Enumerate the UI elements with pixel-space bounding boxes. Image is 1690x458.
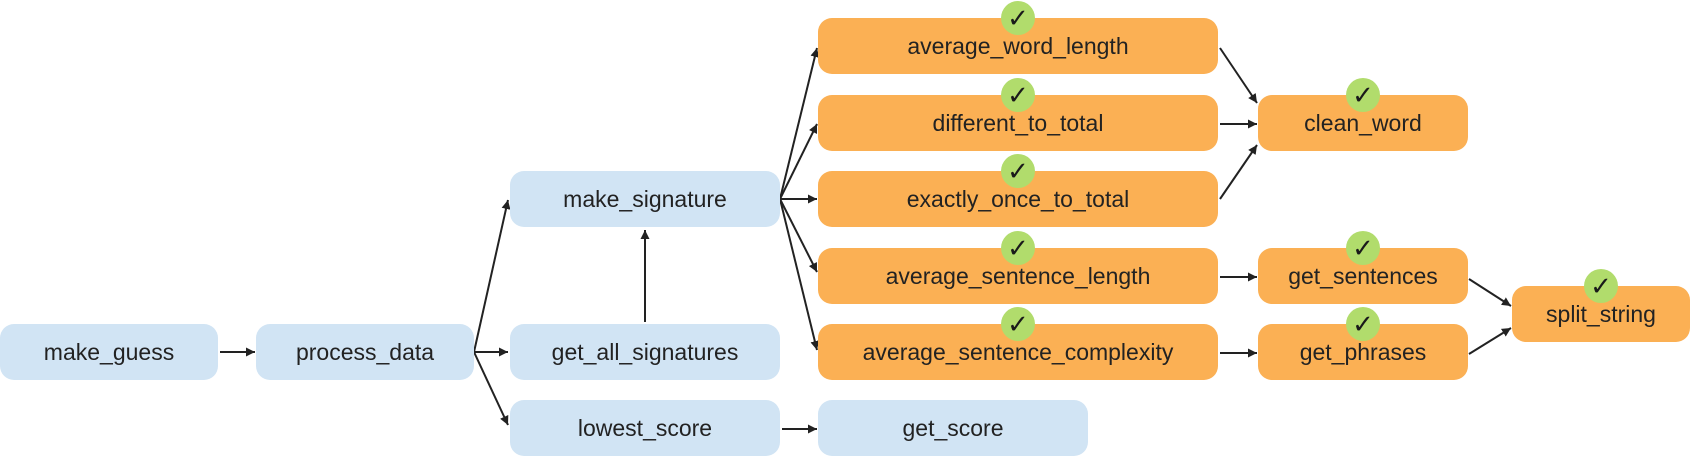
node-box-get-sentences	[1258, 248, 1468, 304]
node-box-lowest-score	[510, 400, 780, 456]
svg-text:✓: ✓	[1007, 81, 1029, 111]
node-label-split-string: split_string	[1546, 301, 1656, 327]
edge-make-signature-to-average-sentence-length	[779, 198, 818, 273]
check-icon: ✓	[1001, 1, 1035, 35]
check-icon: ✓	[1584, 269, 1618, 303]
svg-text:✓: ✓	[1352, 310, 1374, 340]
node-make-guess: make_guess	[0, 324, 218, 380]
node-label-average-sentence-length: average_sentence_length	[886, 263, 1151, 289]
node-box-average-sentence-length	[818, 248, 1218, 304]
node-box-process-data	[256, 324, 474, 380]
edge-process-data-to-make-signature	[473, 199, 511, 353]
node-label-get-all-signatures: get_all_signatures	[552, 339, 739, 365]
node-label-lowest-score: lowest_score	[578, 415, 712, 441]
node-box-different-to-total	[818, 95, 1218, 151]
check-icon: ✓	[1346, 78, 1380, 112]
node-box-split-string	[1512, 286, 1690, 342]
node-lowest-score: lowest_score	[510, 400, 780, 456]
node-label-make-guess: make_guess	[44, 339, 174, 365]
node-label-get-phrases: get_phrases	[1300, 339, 1427, 365]
edge-make-signature-to-average-sentence-complexity	[779, 198, 820, 351]
edge-get-phrases-to-split-string	[1468, 327, 1512, 355]
node-label-make-signature: make_signature	[563, 186, 727, 212]
svg-text:✓: ✓	[1007, 4, 1029, 34]
check-icon: ✓	[1001, 231, 1035, 265]
check-icon: ✓	[1001, 154, 1035, 188]
node-box-average-sentence-complexity	[818, 324, 1218, 380]
check-icon: ✓	[1346, 307, 1380, 341]
node-get-phrases: get_phrases✓	[1258, 307, 1468, 380]
edge-process-data-to-lowest-score	[473, 351, 509, 426]
node-get-all-signatures: get_all_signatures	[510, 324, 780, 380]
node-average-sentence-complexity: average_sentence_complexity✓	[818, 307, 1218, 380]
edge-get-sentences-to-split-string	[1468, 278, 1512, 307]
node-box-average-word-length	[818, 18, 1218, 74]
svg-text:✓: ✓	[1007, 234, 1029, 264]
edge-make-signature-to-average-word-length	[779, 47, 820, 200]
edge-make-signature-to-different-to-total	[779, 123, 818, 200]
check-icon: ✓	[1001, 307, 1035, 341]
node-label-get-score: get_score	[902, 415, 1003, 441]
node-box-clean-word	[1258, 95, 1468, 151]
node-split-string: split_string✓	[1512, 269, 1690, 342]
node-box-make-signature	[510, 171, 780, 227]
edge-average-word-length-to-clean-word	[1219, 47, 1258, 104]
node-average-sentence-length: average_sentence_length✓	[818, 231, 1218, 304]
svg-text:✓: ✓	[1007, 157, 1029, 187]
node-box-exactly-once-to-total	[818, 171, 1218, 227]
svg-text:✓: ✓	[1352, 81, 1374, 111]
node-label-average-sentence-complexity: average_sentence_complexity	[863, 339, 1174, 365]
svg-text:✓: ✓	[1007, 310, 1029, 340]
node-get-sentences: get_sentences✓	[1258, 231, 1468, 304]
node-average-word-length: average_word_length✓	[818, 1, 1218, 74]
check-icon: ✓	[1001, 78, 1035, 112]
node-exactly-once-to-total: exactly_once_to_total✓	[818, 154, 1218, 227]
node-label-exactly-once-to-total: exactly_once_to_total	[907, 186, 1130, 212]
node-box-get-all-signatures	[510, 324, 780, 380]
edge-exactly-once-to-total-to-clean-word	[1219, 144, 1258, 200]
node-box-get-score	[818, 400, 1088, 456]
node-box-make-guess	[0, 324, 218, 380]
node-label-clean-word: clean_word	[1304, 110, 1422, 136]
svg-text:✓: ✓	[1352, 234, 1374, 264]
node-box-get-phrases	[1258, 324, 1468, 380]
node-make-signature: make_signature	[510, 171, 780, 227]
node-get-score: get_score	[818, 400, 1088, 456]
node-different-to-total: different_to_total✓	[818, 78, 1218, 151]
check-icon: ✓	[1346, 231, 1380, 265]
svg-text:✓: ✓	[1590, 272, 1612, 302]
node-label-different-to-total: different_to_total	[933, 110, 1104, 136]
node-label-get-sentences: get_sentences	[1288, 263, 1438, 289]
node-process-data: process_data	[256, 324, 474, 380]
node-label-average-word-length: average_word_length	[907, 33, 1128, 59]
node-label-process-data: process_data	[296, 339, 434, 365]
edges-layer	[220, 47, 1512, 434]
node-clean-word: clean_word✓	[1258, 78, 1468, 151]
